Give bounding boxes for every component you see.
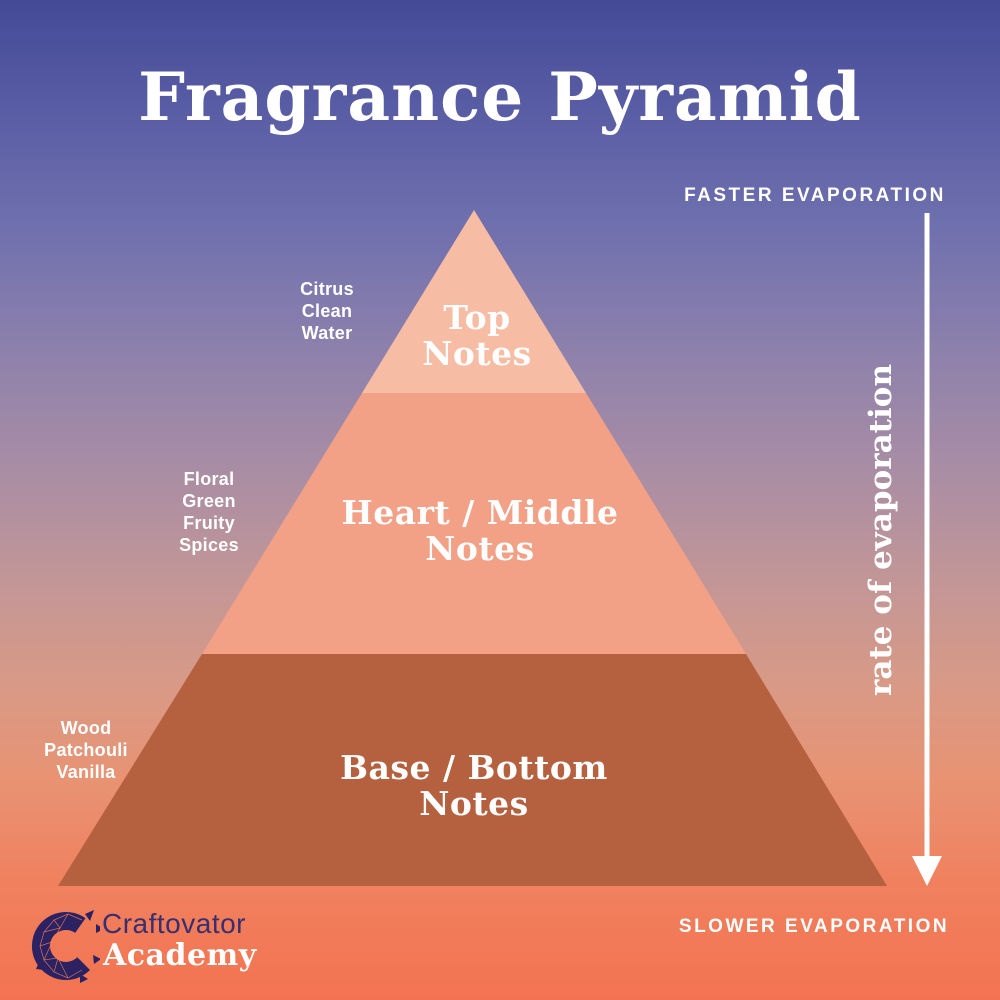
pyramid-base-section: [58, 654, 887, 886]
base-bottom-notes-label: Base / Bottom Notes: [340, 748, 608, 823]
logo-academy-text: Academy: [103, 938, 257, 973]
faster-evaporation-label: FASTER EVAPORATION: [684, 185, 946, 206]
top-notes-examples: Citrus Clean Water: [300, 279, 354, 343]
middle-notes-examples: Floral Green Fruity Spices: [179, 469, 239, 555]
page-title: Fragrance Pyramid: [138, 58, 862, 136]
top-notes-label: Top Notes: [422, 298, 532, 373]
slower-evaporation-label: SLOWER EVAPORATION: [678, 916, 950, 937]
pyramid-top-section: [362, 210, 586, 393]
arrow-head-down-icon: [912, 856, 942, 886]
base-notes-examples: Wood Patchouli Vanilla: [44, 718, 128, 782]
craftovator-c-icon: [31, 910, 100, 983]
logo-brand-text: Craftovator: [102, 908, 246, 939]
rate-of-evaporation-axis-label: rate of evaporation: [863, 364, 899, 696]
craftovator-academy-logo: Craftovator Academy: [30, 898, 290, 993]
heart-middle-notes-label: Heart / Middle Notes: [341, 493, 619, 568]
pyramid-middle-section: [202, 393, 746, 654]
